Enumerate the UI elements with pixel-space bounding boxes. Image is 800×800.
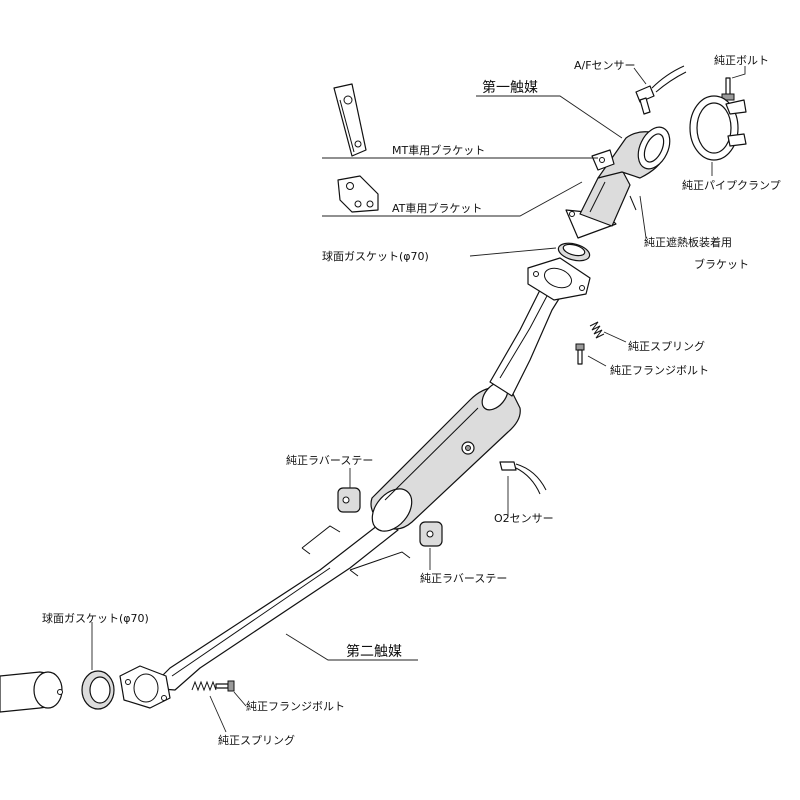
label-spherical-gasket-bottom: 球面ガスケット(φ70): [42, 611, 149, 625]
label-heat-shield-bracket-2: ブラケット: [694, 257, 749, 271]
mt-bracket-part: [333, 83, 367, 157]
o2-sensor: [499, 461, 547, 495]
label-mt-bracket: MT車用ブラケット: [392, 143, 485, 157]
main-pipe: [149, 267, 573, 691]
oem-pipe-clamp: [689, 95, 747, 161]
at-bracket-part: [337, 175, 379, 213]
label-o2-sensor: O2センサー: [494, 512, 554, 525]
oem-spring-bottom-part: [191, 680, 217, 692]
label-second-catalyst: 第二触媒: [346, 643, 402, 660]
label-at-bracket: AT車用ブラケット: [392, 201, 482, 215]
label-heat-shield-bracket-1: 純正遮熱板装着用: [644, 235, 732, 249]
label-oem-spring-top: 純正スプリング: [628, 339, 705, 353]
leader-lines: [91, 66, 746, 733]
oem-bolt: [721, 77, 735, 101]
rear-flange: [119, 665, 171, 709]
label-oem-bolt: 純正ボルト: [714, 54, 769, 67]
label-oem-flange-bolt-top: 純正フランジボルト: [610, 364, 709, 377]
label-af-sensor: A/Fセンサー: [574, 59, 636, 72]
label-oem-spring-bottom: 純正スプリング: [218, 733, 295, 747]
mid-flange: [527, 257, 591, 301]
existing-rear-pipe: [0, 671, 63, 713]
oem-flange-bolt-top-part: [575, 343, 585, 365]
label-first-catalyst: 第一触媒: [482, 79, 538, 96]
rubber-stay-left: [301, 487, 361, 555]
rubber-stay-right: [349, 521, 443, 577]
first-catalyst: [565, 126, 671, 239]
label-rubber-stay-left: 純正ラバーステー: [286, 454, 373, 467]
label-oem-pipe-clamp: 純正パイプクランプ: [682, 179, 781, 192]
label-oem-flange-bolt-bottom: 純正フランジボルト: [246, 700, 345, 713]
oem-spring-top-part: [589, 321, 605, 339]
label-spherical-gasket-top: 球面ガスケット(φ70): [322, 249, 429, 263]
spherical-gasket-top: [557, 242, 591, 262]
label-rubber-stay-right: 純正ラバーステー: [420, 572, 507, 585]
spherical-gasket-bottom-part: [81, 670, 115, 710]
af-sensor: [635, 65, 687, 115]
oem-flange-bolt-bottom-part: [215, 680, 235, 692]
